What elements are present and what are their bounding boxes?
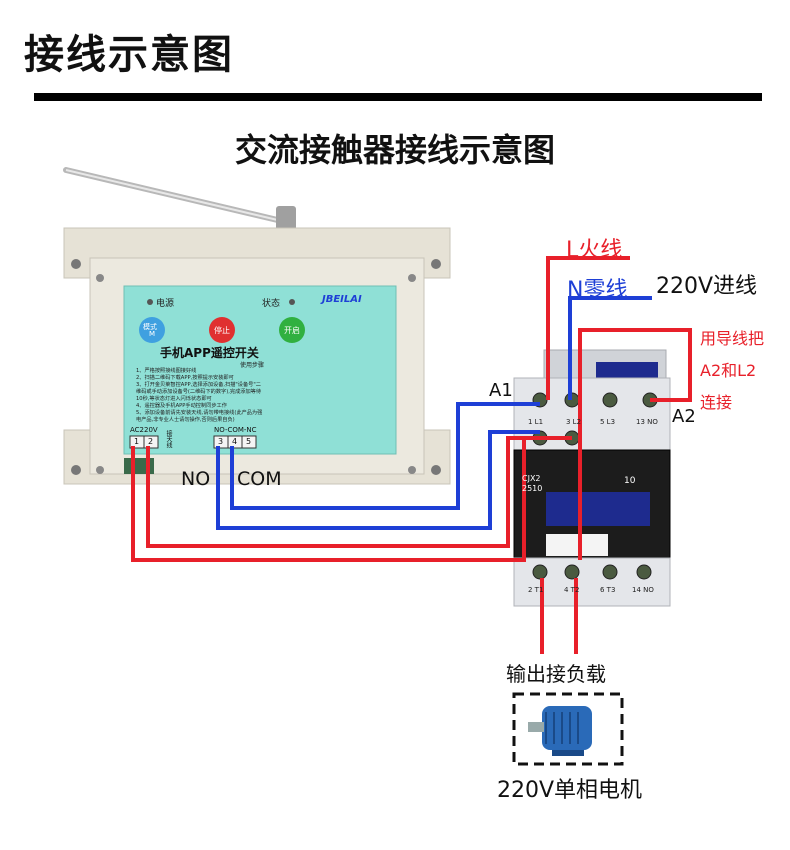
status-led — [289, 299, 295, 305]
jumper-note-line3: 连接 — [700, 393, 733, 412]
a2-label: A2 — [672, 406, 696, 427]
contactor-rating: 10 — [624, 476, 636, 486]
terminal-4: 4 — [232, 437, 238, 446]
start-button[interactable] — [279, 317, 305, 343]
mode-button[interactable] — [139, 317, 165, 343]
instruction-line: 2、扫描二维码下载APP,按照提示安装即可 — [136, 375, 234, 381]
instruction-line: 1、严格按照接线图接好线 — [136, 368, 197, 374]
bottom-screw-t1 — [532, 564, 548, 580]
title-divider — [34, 93, 762, 101]
screw — [408, 466, 416, 474]
power-led — [147, 299, 153, 305]
mode-button-sub: M — [149, 330, 156, 338]
terminal-l3-label: 5 L3 — [600, 418, 616, 426]
face-panel — [123, 285, 397, 455]
motor-foot — [552, 750, 584, 756]
instruction-line: 5、添加设备前请先安装天线,请勿带电接线(此产品为强 — [136, 410, 263, 416]
diagram-title: 交流接触器接线示意图 — [234, 131, 555, 169]
screw — [96, 466, 104, 474]
terminal-t3-label: 6 T3 — [600, 586, 616, 594]
page-title: 接线示意图 — [24, 32, 234, 78]
mount-hole — [431, 465, 441, 475]
no-to-a1-wire — [216, 430, 540, 530]
neutral-wire-label: N零线 — [567, 278, 628, 303]
screw — [408, 274, 416, 282]
jumper-note-line2: A2和L2 — [700, 361, 757, 380]
antenna-terminal-label: 接天线 — [165, 430, 172, 448]
stop-button[interactable] — [209, 317, 235, 343]
screw — [96, 274, 104, 282]
mount-hole — [431, 259, 441, 269]
stop-button-label: 停止 — [214, 326, 230, 335]
contactor-model-line1: CJX2 — [522, 474, 541, 483]
motor-body — [542, 706, 592, 750]
antenna-highlight — [65, 169, 287, 223]
brand-logo: JBEILAI — [322, 294, 362, 305]
ac220v-label: AC220V — [130, 426, 158, 434]
controller-unit — [63, 167, 451, 485]
motor-dashed-box — [512, 692, 624, 766]
instructions-list: 1、严格按照接线图接好线 2、扫描二维码下载APP,按照提示安装即可 3、打开金… — [136, 368, 391, 424]
motor-shaft — [528, 722, 544, 732]
power-label: 电源 — [156, 299, 175, 309]
contactor-label-plate — [596, 362, 658, 380]
com-label: COM — [237, 468, 282, 490]
wires — [131, 256, 692, 654]
relay-terminal-block — [213, 435, 257, 449]
bottom-screw-no — [636, 564, 652, 580]
com-to-l1-wire — [230, 402, 540, 510]
terminal-1: 1 — [134, 437, 140, 446]
bottom-screw-t2 — [564, 564, 580, 580]
no-label: NO — [181, 468, 211, 490]
jumper-note-line1: 用导线把 — [700, 329, 765, 348]
supply-input-label: 220V进线 — [656, 274, 758, 299]
instruction-line: 电产品,非专业人士请勿操作,否则后果自负) — [136, 417, 235, 423]
instruction-line: 维码或手动添加设备号(二维码下的数字),完成添加等待 — [136, 389, 262, 395]
contactor-nameplate — [546, 534, 608, 556]
instructions-heading: 使用步骤 — [240, 362, 265, 369]
live-wire-label: L火线 — [566, 238, 623, 263]
neutral-supply-wire — [568, 296, 652, 400]
terminal-l2-label: 3 L2 — [566, 418, 582, 426]
a1-label: A1 — [489, 380, 513, 401]
terminal-l1-label: 1 L1 — [528, 418, 544, 426]
live-supply-wire — [546, 256, 630, 400]
terminal-t1-label: 2 T1 — [528, 586, 544, 594]
instruction-line: 4、遥控器及手机APP手动控制同步工作 — [136, 403, 227, 409]
contactor-model-line2: 2510 — [522, 484, 543, 493]
ac-pin2-wire — [146, 436, 572, 548]
top-screw-l3 — [602, 392, 618, 408]
terminal-3: 3 — [218, 437, 224, 446]
mount-hole — [71, 465, 81, 475]
instruction-line: 3、打开金贝莱智控APP,选择添加设备,扫描"设备号"二 — [136, 382, 261, 388]
relay-terminal-label: NO-COM-NC — [214, 426, 257, 434]
a2-jumper-wire — [578, 328, 692, 560]
motor-label: 220V单相电机 — [497, 778, 643, 803]
start-button-label: 开启 — [284, 326, 300, 335]
contactor-actuator — [546, 492, 650, 526]
controller-title: 手机APP遥控开关 — [160, 346, 259, 360]
terminal-2: 2 — [148, 437, 154, 446]
status-label: 状态 — [262, 299, 281, 309]
motor-load — [512, 692, 624, 766]
instruction-line: 10秒,等状态灯进入闪烁状态即可 — [136, 396, 212, 402]
mode-button-label: 模式 — [143, 323, 157, 331]
terminal-14no-label: 14 NO — [632, 586, 654, 594]
terminal-t2-label: 4 T2 — [564, 586, 580, 594]
bottom-screw-t3 — [602, 564, 618, 580]
mount-hole — [71, 259, 81, 269]
terminal-5: 5 — [246, 437, 252, 446]
terminal-13no-label: 13 NO — [636, 418, 658, 426]
output-load-label: 输出接负载 — [506, 662, 606, 686]
